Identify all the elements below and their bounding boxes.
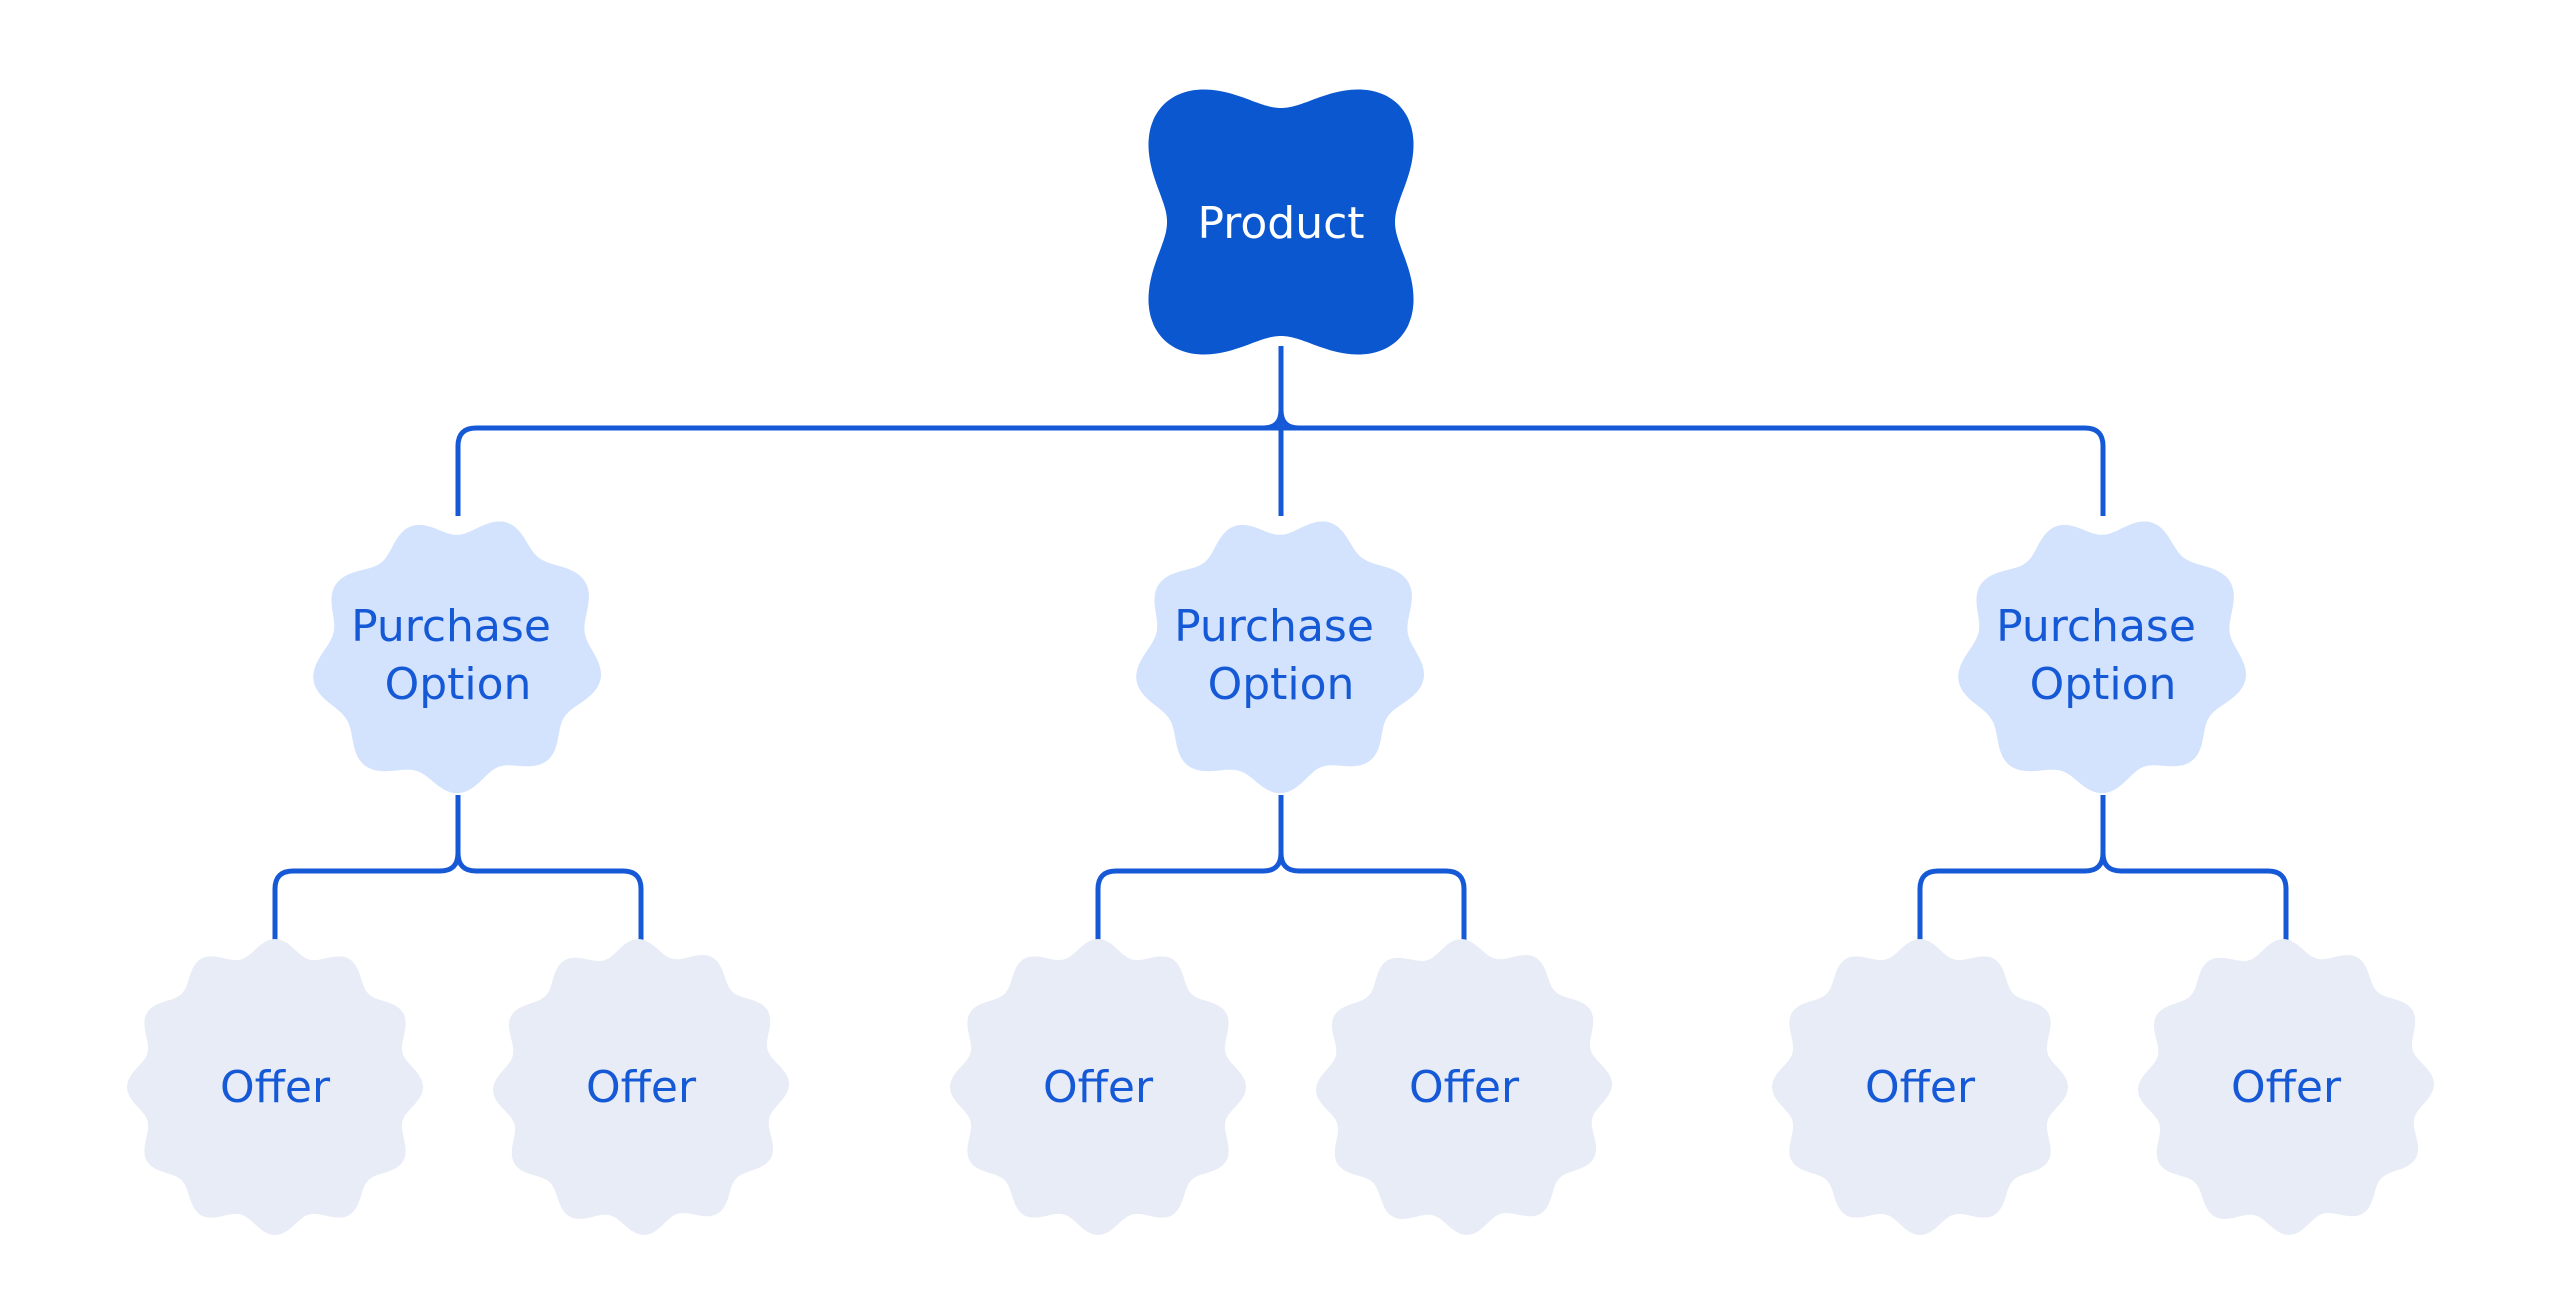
offer-node-3: Offer [950, 939, 1246, 1235]
connector-branch [455, 852, 644, 944]
offer-label: Offer [1409, 1062, 1520, 1113]
connector-option1-to-offers [272, 795, 644, 944]
offer-node-2: Offer [493, 939, 789, 1235]
offer-blob [1316, 939, 1612, 1235]
offer-label: Offer [220, 1062, 331, 1113]
purchase-option-blob [313, 521, 601, 794]
offer-label: Offer [586, 1062, 697, 1113]
connector-option3-to-offers [1917, 795, 2289, 944]
offer-node-5: Offer [1772, 939, 2068, 1235]
product-node: Product [1148, 89, 1414, 355]
connector-branch [1278, 852, 1467, 944]
offer-blob [127, 939, 423, 1235]
offer-node-6: Offer [2138, 939, 2434, 1235]
offer-label: Offer [1865, 1062, 1976, 1113]
product-label: Product [1197, 198, 1364, 249]
offer-blob [493, 939, 789, 1235]
purchase-option-node-3: Purchase Option [1958, 521, 2246, 794]
purchase-option-label: Purchase Option [1174, 601, 1388, 710]
product-blob [1148, 89, 1414, 355]
offer-node-4: Offer [1316, 939, 1612, 1235]
connector-center-fillet-right [1278, 409, 1300, 431]
connector-product-to-options [455, 346, 2106, 516]
connector-branch [2100, 852, 2289, 944]
purchase-option-label: Purchase Option [1996, 601, 2210, 710]
offer-blob [1772, 939, 2068, 1235]
purchase-option-node-1: Purchase Option [313, 521, 601, 794]
offer-blob [2138, 939, 2434, 1235]
purchase-option-blob [1958, 521, 2246, 794]
purchase-option-label: Purchase Option [351, 601, 565, 710]
purchase-option-blob [1136, 521, 1424, 794]
connector-option2-to-offers [1095, 795, 1467, 944]
offer-blob [950, 939, 1246, 1235]
purchase-option-node-2: Purchase Option [1136, 521, 1424, 794]
offer-label: Offer [2231, 1062, 2342, 1113]
offer-label: Offer [1043, 1062, 1154, 1113]
connector-top-bus [455, 425, 2106, 516]
offer-node-1: Offer [127, 939, 423, 1235]
